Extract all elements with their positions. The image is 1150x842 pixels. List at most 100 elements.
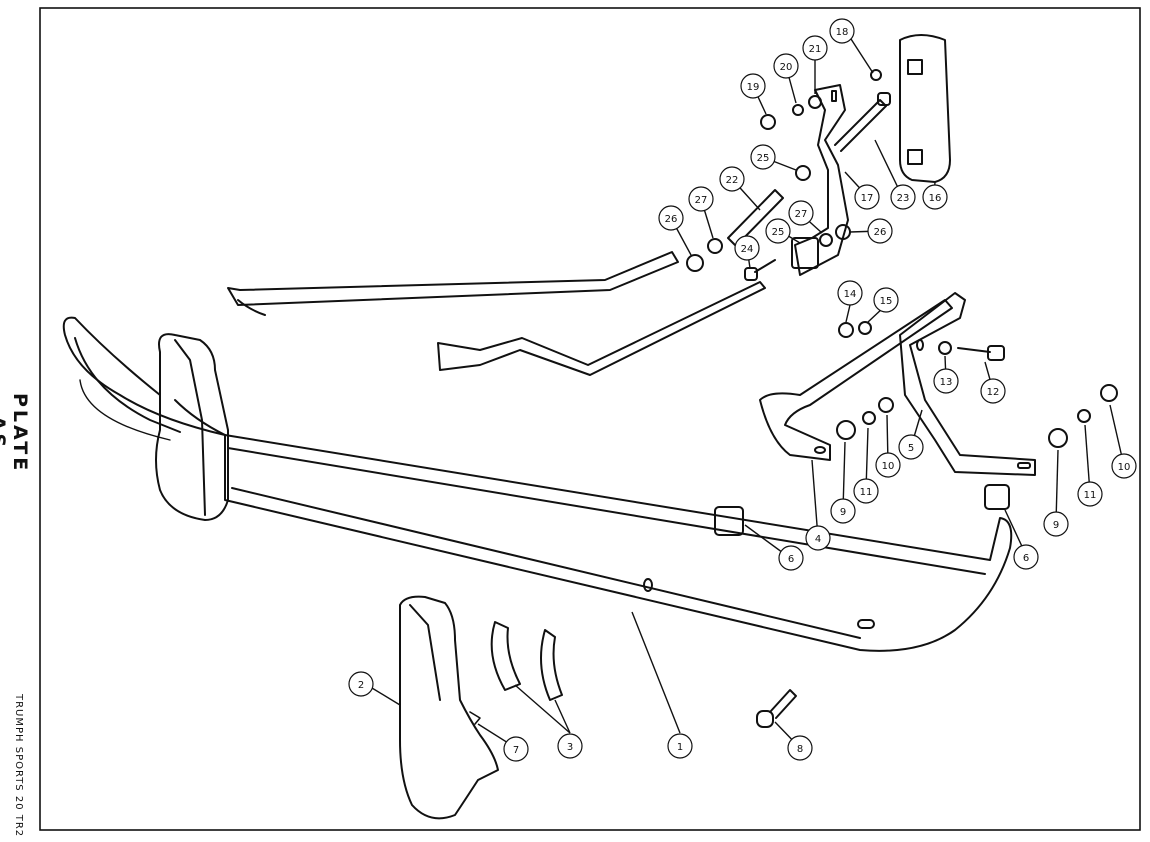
svg-text:8: 8 xyxy=(797,744,803,755)
callout-15: 15 xyxy=(873,287,899,313)
bolt-part-24 xyxy=(744,259,776,281)
svg-text:2: 2 xyxy=(358,680,364,691)
callout-21: 21 xyxy=(802,35,828,61)
mirror-part-16 xyxy=(899,34,951,183)
svg-text:4: 4 xyxy=(815,534,821,545)
callout-16: 16 xyxy=(922,184,948,210)
svg-text:26: 26 xyxy=(874,227,887,238)
svg-text:13: 13 xyxy=(940,377,953,388)
callout-10a: 10 xyxy=(875,452,901,478)
bolt-part-12 xyxy=(957,345,1005,361)
svg-text:14: 14 xyxy=(844,289,857,300)
washer-15 xyxy=(858,321,872,335)
callout-3: 3 xyxy=(557,733,583,759)
svg-text:12: 12 xyxy=(987,387,1000,398)
svg-text:10: 10 xyxy=(1118,462,1131,473)
callout-23: 23 xyxy=(890,184,916,210)
svg-text:1: 1 xyxy=(677,742,683,753)
plate-title: PLATE AS xyxy=(0,393,31,474)
nut-10a xyxy=(878,397,894,413)
svg-text:3: 3 xyxy=(567,742,573,753)
overrider-part-2 xyxy=(399,595,499,820)
callout-9b: 9 xyxy=(1043,511,1069,537)
nut-14 xyxy=(838,322,854,338)
bracket-part-17 xyxy=(794,84,849,276)
callout-7: 7 xyxy=(503,736,529,762)
washer-11b xyxy=(1077,409,1091,423)
nut-26 xyxy=(686,254,704,272)
callout-9a: 9 xyxy=(830,498,856,524)
callout-25a: 25 xyxy=(750,144,776,170)
svg-text:26: 26 xyxy=(665,214,678,225)
plate-part-6a xyxy=(714,506,744,536)
callout-6b: 6 xyxy=(1013,544,1039,570)
callout-22: 22 xyxy=(719,166,745,192)
svg-text:5: 5 xyxy=(908,443,914,454)
washer-9a xyxy=(836,420,856,440)
callout-1: 1 xyxy=(667,733,693,759)
callout-24: 24 xyxy=(734,235,760,261)
callout-26b: 26 xyxy=(867,218,893,244)
callout-14: 14 xyxy=(837,280,863,306)
callout-10b: 10 xyxy=(1111,453,1137,479)
screw-18 xyxy=(870,69,882,81)
block-part-25 xyxy=(791,237,819,269)
plate-part-6b xyxy=(984,484,1010,510)
washer-25 xyxy=(795,165,811,181)
rod-part-22 xyxy=(727,189,784,247)
svg-text:27: 27 xyxy=(695,195,708,206)
bracket-part-5 xyxy=(899,292,1036,476)
callout-11a: 11 xyxy=(853,478,879,504)
svg-text:27: 27 xyxy=(795,209,808,220)
bolt-part-23 xyxy=(834,92,891,152)
svg-text:22: 22 xyxy=(726,175,739,186)
svg-text:7: 7 xyxy=(513,745,519,756)
svg-text:24: 24 xyxy=(741,244,754,255)
callout-4: 4 xyxy=(805,525,831,551)
svg-text:16: 16 xyxy=(929,193,942,204)
callout-17: 17 xyxy=(854,184,880,210)
callout-6a: 6 xyxy=(778,545,804,571)
leader-lines xyxy=(366,38,1125,749)
callout-11b: 11 xyxy=(1077,481,1103,507)
washer-20 xyxy=(792,104,804,116)
nut-19 xyxy=(760,114,776,130)
svg-text:9: 9 xyxy=(840,507,846,518)
svg-text:11: 11 xyxy=(1084,490,1097,501)
callout-27a: 27 xyxy=(688,186,714,212)
svg-text:11: 11 xyxy=(860,487,873,498)
callout-27b: 27 xyxy=(788,200,814,226)
plate-border xyxy=(39,7,1141,831)
svg-text:6: 6 xyxy=(788,554,794,565)
washer-27b xyxy=(819,233,833,247)
svg-text:25: 25 xyxy=(772,227,785,238)
svg-text:6: 6 xyxy=(1023,553,1029,564)
washer-11a xyxy=(862,411,876,425)
washer-9b xyxy=(1048,428,1068,448)
svg-text:20: 20 xyxy=(780,62,793,73)
svg-text:17: 17 xyxy=(861,193,874,204)
callout-5: 5 xyxy=(898,434,924,460)
callout-18: 18 xyxy=(829,18,855,44)
svg-text:21: 21 xyxy=(809,44,822,55)
rubber-seals-part-3 xyxy=(490,621,563,701)
washer-27 xyxy=(707,238,723,254)
svg-text:15: 15 xyxy=(880,296,893,307)
washer-13 xyxy=(938,341,952,355)
long-bar-lower xyxy=(437,281,766,376)
svg-text:10: 10 xyxy=(882,461,895,472)
svg-text:23: 23 xyxy=(897,193,910,204)
svg-text:9: 9 xyxy=(1053,520,1059,531)
callout-13: 13 xyxy=(933,368,959,394)
nut-10b xyxy=(1100,384,1118,402)
bar-overrider xyxy=(155,333,229,521)
callout-20: 20 xyxy=(773,53,799,79)
bracket-part-4 xyxy=(759,299,953,461)
long-bar-upper xyxy=(227,251,679,316)
callout-2: 2 xyxy=(348,671,374,697)
callout-8: 8 xyxy=(787,735,813,761)
svg-text:18: 18 xyxy=(836,27,849,38)
plate-footer: TRUMPH SPORTS 20 TR2 xyxy=(13,694,24,838)
